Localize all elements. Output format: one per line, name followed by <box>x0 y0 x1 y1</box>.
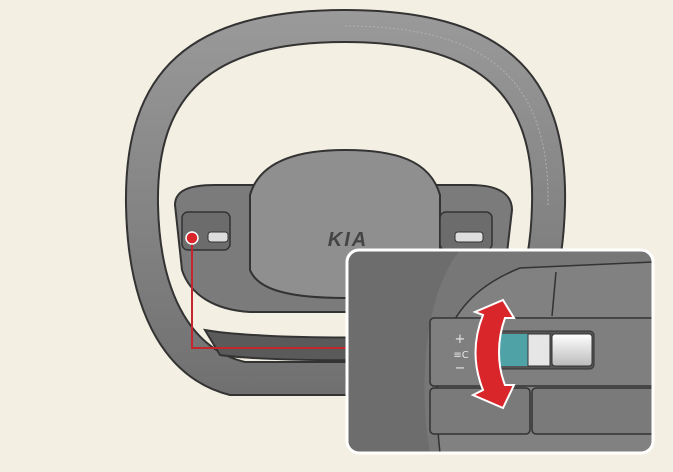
kia-logo: KIA <box>328 229 368 251</box>
switch-teal-side <box>500 334 530 366</box>
double-arrow-icon <box>470 298 516 410</box>
callout-dot <box>185 231 199 245</box>
cruise-icon: ≡C <box>453 350 468 361</box>
plus-label: + <box>455 332 466 347</box>
callout-line <box>185 231 352 349</box>
knurled-wheel <box>551 333 593 367</box>
detail-inset: + ≡C − <box>345 248 655 455</box>
minus-label: − <box>455 361 466 376</box>
